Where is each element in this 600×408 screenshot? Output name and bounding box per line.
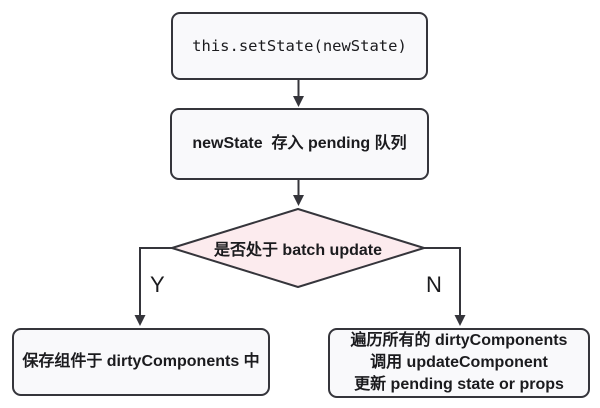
node-save-dirty-components: 保存组件于 dirtyComponents 中 [12, 328, 270, 396]
arrow-decision-yes [134, 247, 172, 326]
decision-diamond [171, 208, 425, 288]
node-pending-queue: newState 存入 pending 队列 [170, 108, 429, 180]
node-process-dirty-line-1: 遍历所有的 dirtyComponents [350, 332, 568, 349]
arrow-pending-to-decision [293, 180, 304, 206]
node-process-dirty-line-2: 调用 updateComponent [370, 354, 548, 371]
branch-label-no: N [426, 272, 442, 297]
arrow-decision-no [424, 247, 466, 326]
node-save-dirty-label: 保存组件于 dirtyComponents 中 [22, 353, 260, 370]
node-process-dirty-components: 遍历所有的 dirtyComponents 调用 updateComponent… [328, 328, 590, 398]
node-setstate: this.setState(newState) [171, 12, 428, 80]
decision-batch-update-label: 是否处于 batch update [213, 242, 382, 259]
branch-label-yes: Y [150, 272, 165, 297]
node-pending-queue-label: newState 存入 pending 队列 [192, 135, 407, 152]
node-setstate-label: this.setState(newState) [192, 37, 407, 55]
arrow-setstate-to-pending [293, 80, 304, 107]
node-process-dirty-line-3: 更新 pending state or props [354, 376, 564, 393]
